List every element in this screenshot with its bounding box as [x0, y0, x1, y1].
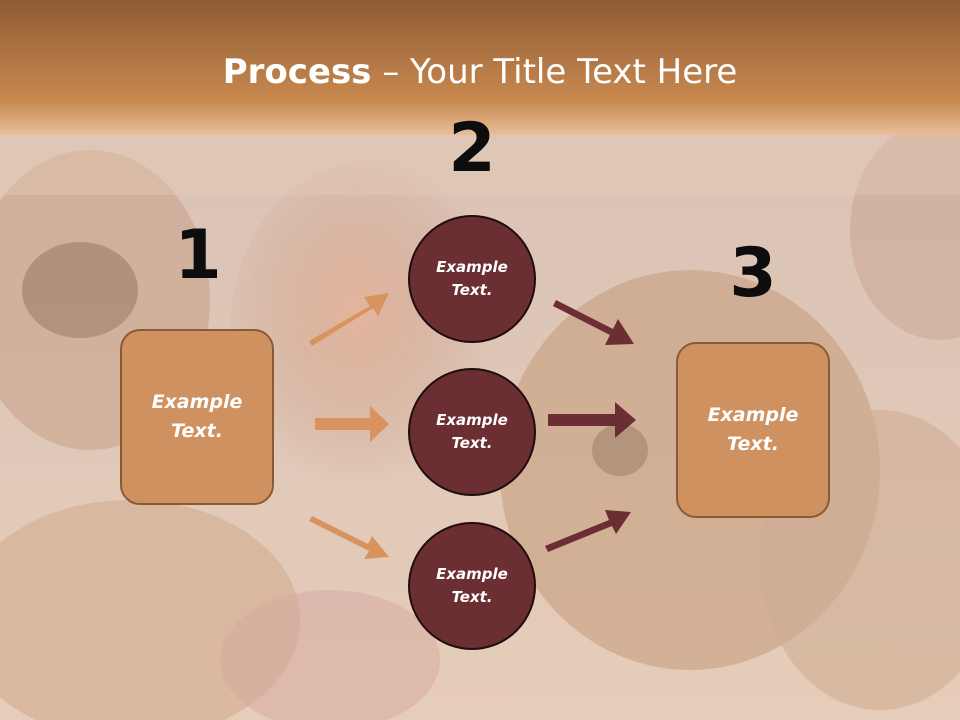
slide-title: Process – Your Title Text Here	[0, 52, 960, 92]
step-number-1: 1	[174, 216, 222, 295]
step-3-box: Example Text.	[676, 342, 830, 518]
step-2-circle-3: Example Text.	[408, 522, 536, 650]
arrow-to-circle-3	[309, 516, 389, 559]
step-1-box-label: Example Text.	[151, 391, 243, 442]
circle-3-label: Example Text.	[436, 565, 508, 606]
step-number-3: 3	[729, 234, 777, 313]
step-2-circle-2: Example Text.	[408, 368, 536, 496]
step-number-2: 2	[448, 109, 496, 188]
circle-2-label: Example Text.	[436, 411, 508, 452]
arrow-to-circle-1	[309, 293, 389, 346]
circle-1-label: Example Text.	[436, 258, 508, 299]
arrow-from-circle-2	[548, 402, 636, 438]
arrow-to-circle-2	[315, 406, 389, 442]
step-3-box-label: Example Text.	[707, 404, 799, 455]
title-rest: – Your Title Text Here	[371, 52, 738, 92]
arrow-from-circle-3	[545, 510, 631, 552]
step-1-box: Example Text.	[120, 329, 274, 505]
title-bold: Process	[222, 52, 372, 92]
arrow-from-circle-1	[553, 300, 634, 345]
step-2-circle-1: Example Text.	[408, 215, 536, 343]
